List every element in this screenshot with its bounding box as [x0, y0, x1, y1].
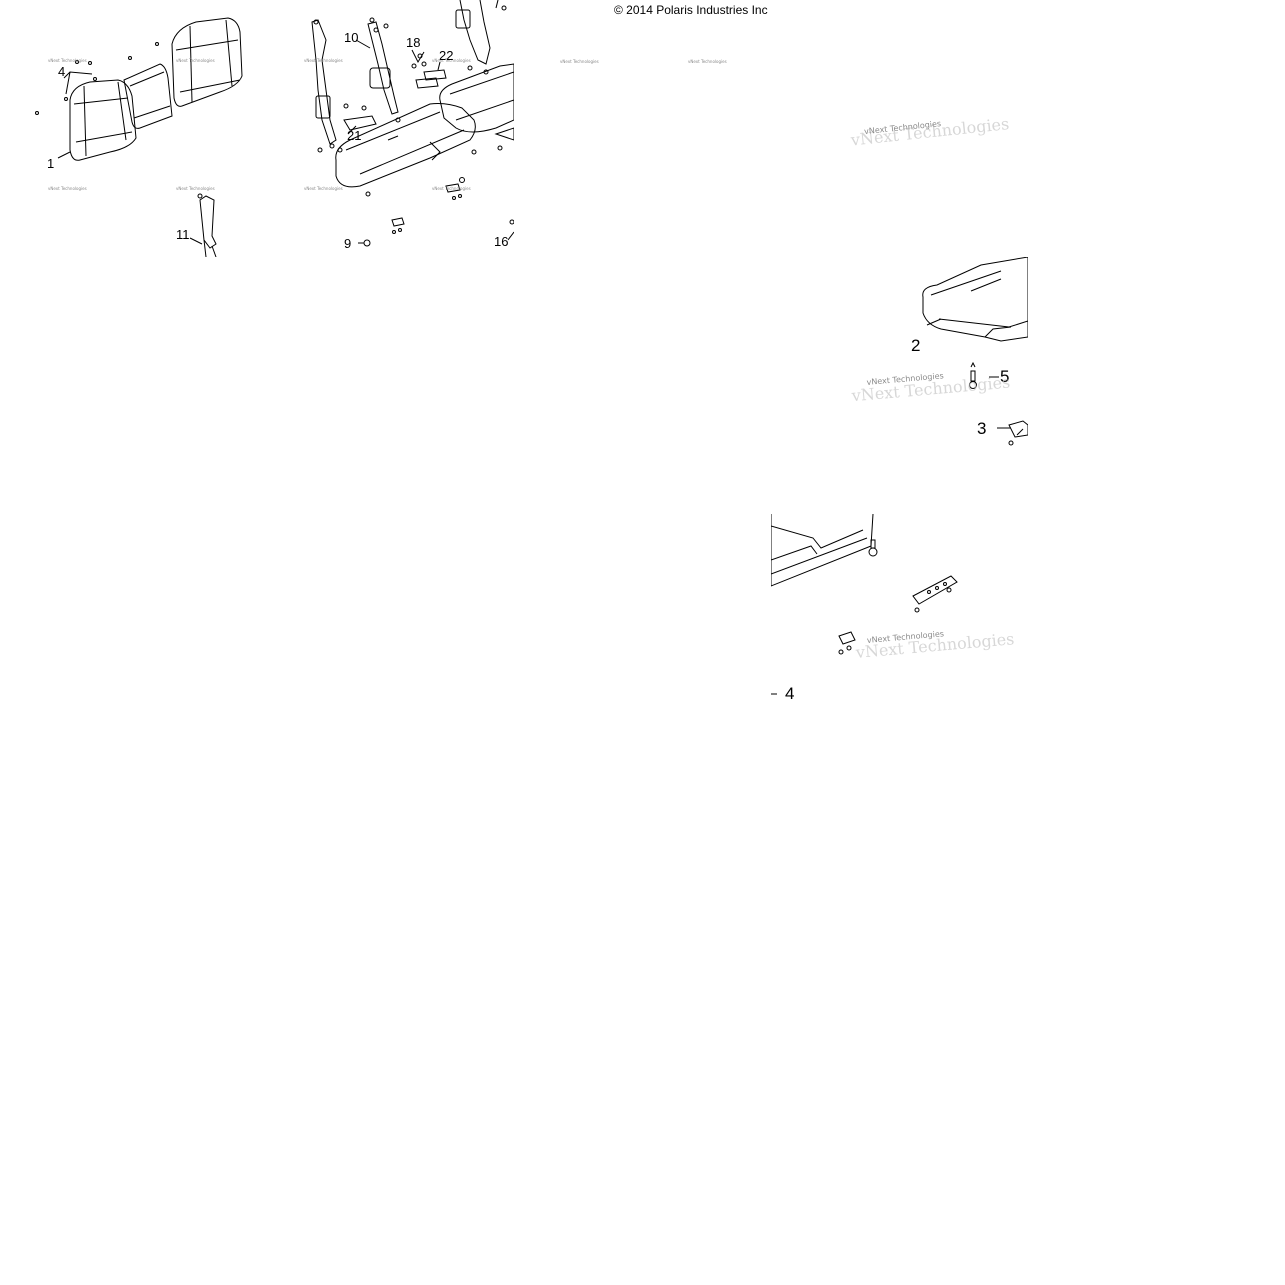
callout-1: 1: [47, 156, 54, 171]
watermark-stamp: vNext Technologies: [560, 59, 599, 64]
watermark-stamp: vNext Technologies: [688, 59, 727, 64]
bench-seat-cushion: [922, 257, 1028, 342]
seat-belt-buckles: [411, 49, 447, 89]
callout-4-lower: 4: [785, 684, 794, 703]
callout-10: 10: [344, 30, 358, 45]
callout-11: 11: [176, 227, 190, 242]
watermark-stamp: vNext Technologies: [432, 58, 471, 63]
seat-stud-5: [969, 361, 977, 389]
watermark-top-drawing: vNext Technologies vNext Technologies vN…: [560, 59, 1010, 150]
watermark-stamp: vNext Technologies: [48, 58, 87, 63]
seat-belt-lower-left: [189, 193, 217, 257]
seat-mount-hardware: [358, 5, 514, 247]
watermark-stamp: vNext Technologies: [304, 186, 343, 191]
watermark-stamp: vNext Technologies: [176, 58, 215, 63]
callout-16: 16: [494, 234, 508, 249]
seat-belt-center: [311, 17, 401, 153]
bench-seat-front: [335, 103, 476, 188]
callout-9: 9: [344, 236, 351, 251]
seat-rail-bracket: [912, 575, 958, 613]
seat-mount-bracket: [838, 631, 856, 655]
bench-seat-right-drawing: 2 5 3 vNext Technologies vNext Technolog…: [850, 257, 1028, 446]
callout-5: 5: [1000, 367, 1009, 386]
tile-seat-backs-belts: vNext Technologies vNext Technologies vN…: [0, 0, 514, 257]
tile-watermark-top: vNext Technologies vNext Technologies vN…: [514, 18, 1028, 257]
bench-seat-edge: [771, 514, 874, 587]
tile-bench-seat-right: 2 5 3 vNext Technologies vNext Technolog…: [771, 257, 1028, 514]
watermark-stamp: vNext Technologies: [304, 58, 343, 63]
watermark-large: vNext Technologies vNext Technologies: [849, 114, 1010, 150]
seat-bracket-3: [1008, 420, 1028, 446]
watermark-large: vNext Technologies vNext Technologies: [850, 371, 1011, 405]
callout-3: 3: [977, 419, 986, 438]
callout-18: 18: [406, 35, 420, 50]
copyright-text: © 2014 Polaris Industries Inc: [614, 3, 768, 17]
seat-stud: [868, 539, 878, 557]
callout-21: 21: [347, 128, 361, 143]
seat-back-left: [69, 79, 137, 161]
tile-seat-rail: vNext Technologies vNext Technologies 4: [771, 514, 1028, 771]
watermark-stamp: vNext Technologies: [432, 186, 471, 191]
callout-2: 2: [911, 336, 920, 355]
callout-22: 22: [439, 48, 453, 63]
seat-rail-drawing: vNext Technologies vNext Technologies 4: [771, 514, 1015, 703]
watermark-stamp: vNext Technologies: [176, 186, 215, 191]
watermark-large: vNext Technologies vNext Technologies: [854, 629, 1015, 662]
seat-back-center: [123, 63, 173, 129]
watermark-stamp: vNext Technologies: [48, 186, 87, 191]
callout-4: 4: [58, 64, 65, 79]
bench-seat-rear: [439, 0, 514, 133]
seat-back-right: [171, 17, 243, 107]
seat-backs-belts-drawing: vNext Technologies vNext Technologies vN…: [35, 0, 514, 257]
